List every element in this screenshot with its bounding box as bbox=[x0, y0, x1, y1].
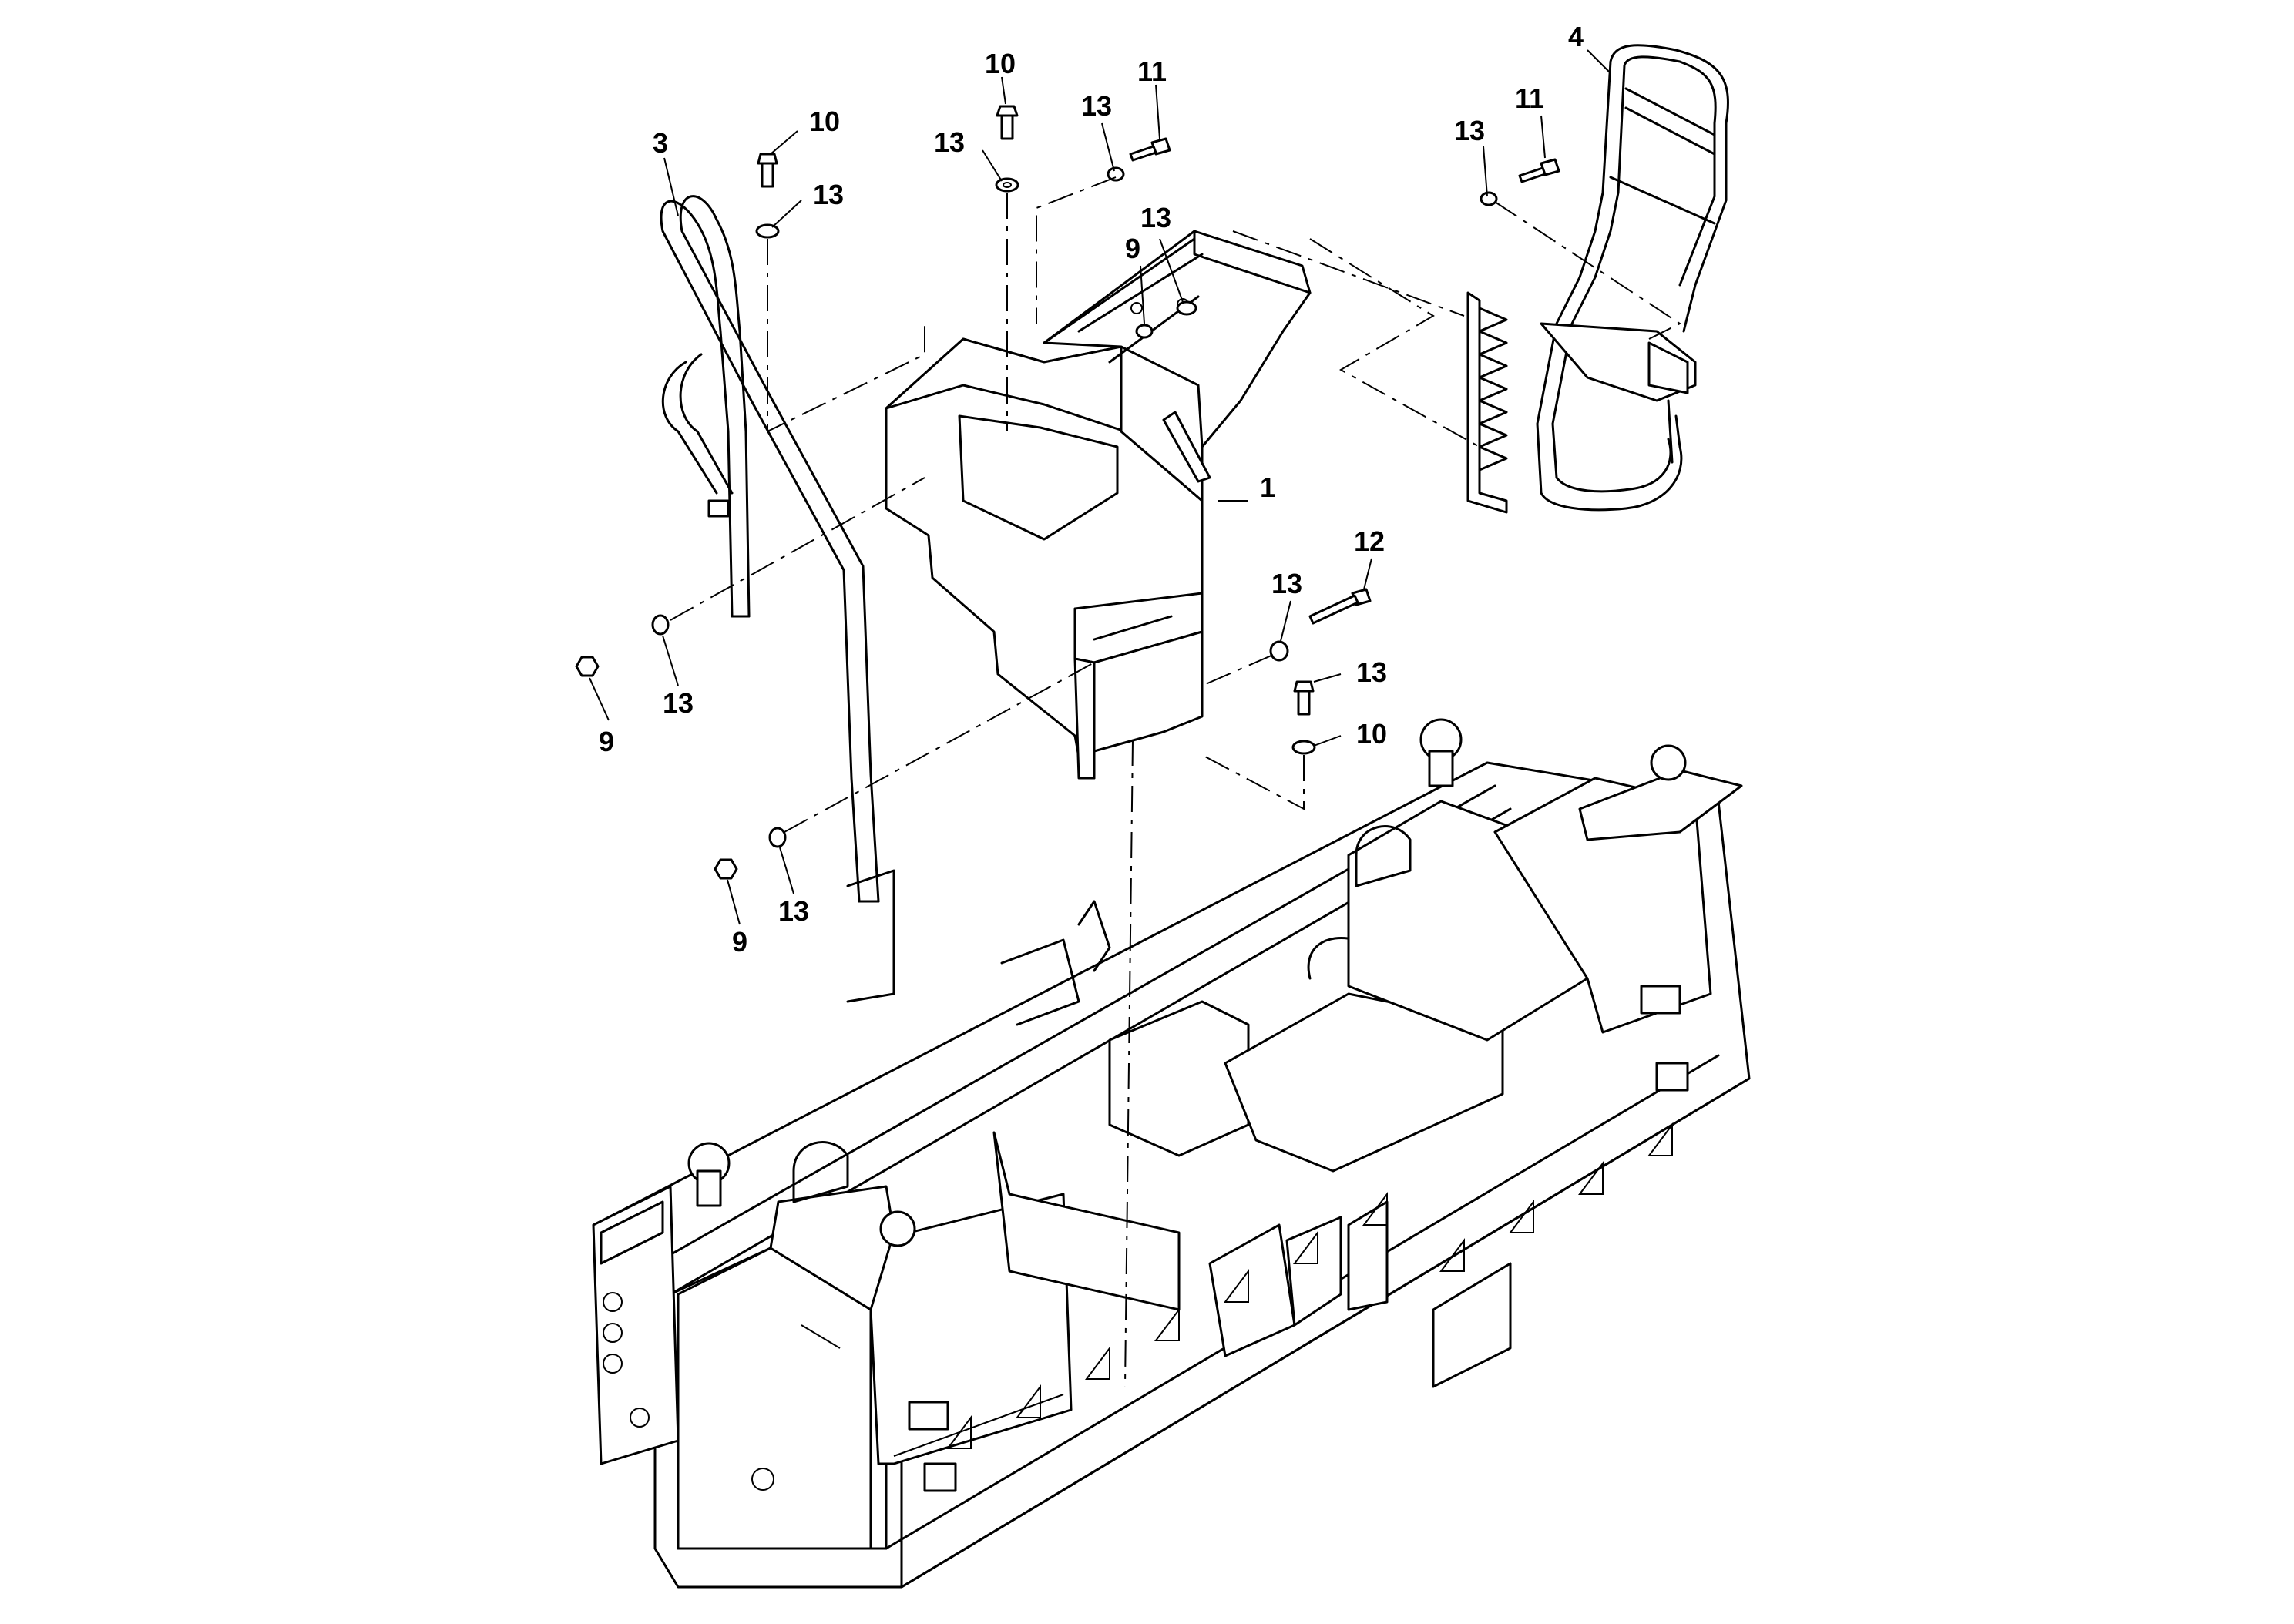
bolt-11-right bbox=[1518, 158, 1560, 183]
callout-13-right: 13 bbox=[1271, 568, 1302, 599]
washer-13-left bbox=[755, 223, 780, 239]
bolt-12-right bbox=[1308, 588, 1372, 625]
bolt-10-top bbox=[996, 105, 1019, 140]
callout-13-right-lower: 13 bbox=[1356, 656, 1387, 688]
callout-13-far-right: 13 bbox=[1454, 115, 1485, 146]
callout-9-left-lower: 9 bbox=[732, 926, 747, 958]
callout-9-platform: 9 bbox=[1125, 233, 1140, 264]
callout-11-top: 11 bbox=[1137, 55, 1167, 87]
bolt-11-top bbox=[1129, 137, 1171, 162]
callout-11-right: 11 bbox=[1515, 82, 1544, 114]
callout-13-left: 13 bbox=[813, 179, 844, 210]
callout-4: 4 bbox=[1568, 21, 1584, 52]
washer-13-top-right bbox=[1107, 166, 1125, 182]
washer-13-left-upper bbox=[651, 614, 670, 636]
callout-13-top: 13 bbox=[934, 126, 965, 158]
handrail-right-part-4 bbox=[1466, 44, 1729, 514]
step-platform-part-1 bbox=[885, 230, 1312, 780]
callout-leaders bbox=[589, 49, 1611, 925]
handrail-left-part-3 bbox=[660, 195, 880, 903]
callout-1: 1 bbox=[1260, 471, 1275, 503]
callout-10-left: 10 bbox=[809, 106, 840, 137]
callout-12: 12 bbox=[1354, 525, 1385, 557]
callout-9-left-upper: 9 bbox=[599, 726, 614, 757]
screed-frame bbox=[592, 718, 1751, 1589]
callout-3: 3 bbox=[653, 127, 668, 159]
fasteners bbox=[575, 105, 1560, 880]
washer-13-platform bbox=[1176, 300, 1197, 316]
washer-10-right bbox=[1291, 740, 1316, 755]
washer-13-left-lower bbox=[768, 827, 787, 848]
washer-13-far-right bbox=[1480, 191, 1498, 206]
callout-13-top-right: 13 bbox=[1081, 90, 1112, 122]
callout-13-platform: 13 bbox=[1140, 202, 1171, 233]
nut-9-left-lower bbox=[714, 858, 738, 880]
callout-10-top: 10 bbox=[985, 48, 1016, 79]
assembly-lines bbox=[670, 176, 1681, 1387]
nut-9-left-upper bbox=[575, 656, 600, 677]
bolt-10-left bbox=[757, 153, 778, 188]
nut-9-platform bbox=[1135, 324, 1154, 339]
callout-13-left-upper: 13 bbox=[663, 687, 694, 719]
callout-13-left-lower: 13 bbox=[778, 895, 809, 927]
washer-13-right bbox=[1269, 640, 1289, 662]
callout-labels: 10 11 13 13 10 13 3 9 13 1 4 13 11 12 13… bbox=[599, 21, 1584, 958]
washer-13-top bbox=[995, 177, 1019, 193]
bolt-13-right bbox=[1293, 680, 1315, 716]
callout-10-right: 10 bbox=[1356, 718, 1387, 750]
